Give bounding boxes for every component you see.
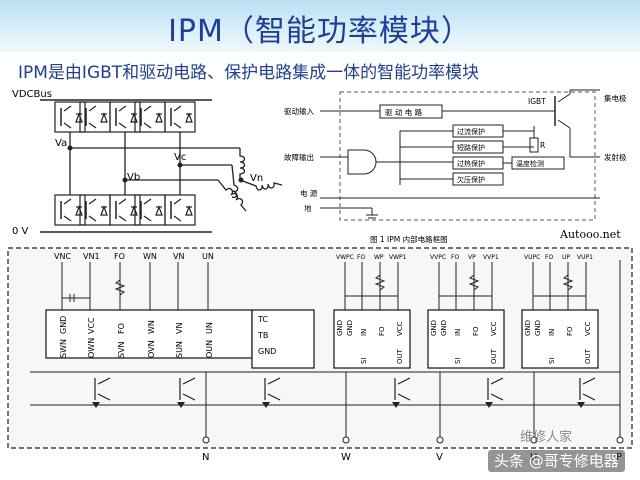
pin-vwp1: VWP1 xyxy=(389,254,407,261)
ic-pin-tb: TB xyxy=(257,331,268,340)
label-va: Va xyxy=(55,138,67,149)
label-fault-output: 故障输出 xyxy=(284,152,314,162)
ic-pin-swn: SWN xyxy=(59,339,68,358)
page-title: IPM（智能功率模块） xyxy=(168,14,472,49)
ic-pin-un: UN xyxy=(205,322,214,334)
block-temp-detect: 温度检测 xyxy=(516,159,544,168)
pin-wn: WN xyxy=(143,252,157,261)
icv-si: SI xyxy=(454,357,462,364)
block-undervoltage: 欠压保护 xyxy=(457,175,485,184)
title-banner xyxy=(0,0,640,52)
icv-fo: FO xyxy=(472,326,480,336)
brand-watermark: Autooo.net xyxy=(559,228,621,241)
icu-vcc: VCC xyxy=(584,321,592,336)
ic-w-pin-labels: GND GND IN FO VCC SI OUT xyxy=(336,320,404,364)
icv-in: IN xyxy=(454,329,462,336)
block-diagram-caption: 图 1 IPM 内部电路框图 xyxy=(370,234,448,244)
left-ic-pin-labels: GND VCC FO WN VN UN SWN OWN SVN OVN SUN … xyxy=(59,315,276,358)
pin-vp: VP xyxy=(468,254,476,261)
ic-pin-gnd: GND xyxy=(59,316,68,334)
icu-gnd1: GND xyxy=(524,320,532,336)
label-power-supply: 电 源 xyxy=(300,188,318,198)
block-overheat: 过热保护 xyxy=(457,159,485,168)
icv-gnd1: GND xyxy=(430,320,438,336)
pin-vn1: VN1 xyxy=(83,252,100,261)
label-igbt: IGBT xyxy=(528,97,546,106)
icu-in: IN xyxy=(548,329,556,336)
icu-gnd2: GND xyxy=(534,320,542,336)
pin-wp: WP xyxy=(374,254,384,261)
pin-un: UN xyxy=(202,252,214,261)
icv-gnd2: GND xyxy=(440,320,448,336)
label-collector: 集电极 xyxy=(604,93,627,103)
ic-pin-vcc: VCC xyxy=(87,317,96,334)
credit-badge: 头条 @哥专修电器 xyxy=(488,450,625,472)
icw-out: OUT xyxy=(396,348,404,364)
pin-vupc: VUPC xyxy=(524,254,540,261)
icw-vcc: VCC xyxy=(396,321,404,336)
pin-fo-w: FO xyxy=(357,254,365,261)
pin-vnc: VNC xyxy=(54,252,71,261)
ic-pin-own: OWN xyxy=(87,338,96,358)
icw-gnd1: GND xyxy=(336,320,344,336)
icw-fo: FO xyxy=(378,326,386,336)
icw-si: SI xyxy=(360,357,368,364)
pin-vup1: VUP1 xyxy=(577,254,593,261)
pin-fo-v: FO xyxy=(451,254,459,261)
ic-pin-fo: FO xyxy=(117,323,126,334)
label-emitter: 发射极 xyxy=(604,152,627,162)
ic-pin-ovn: OVN xyxy=(147,340,156,358)
label-drive-input: 驱动输入 xyxy=(284,106,314,116)
label-r: R xyxy=(540,141,545,150)
icu-si: SI xyxy=(548,357,556,364)
icu-out: OUT xyxy=(584,348,592,364)
block-short-circuit: 短路保护 xyxy=(457,143,485,152)
ic-pin-sun: SUN xyxy=(175,341,184,358)
watermark-text: 维修人家 xyxy=(520,430,573,445)
icv-out: OUT xyxy=(490,348,498,364)
three-phase-inverter xyxy=(40,99,283,233)
ic-v-pin-labels: GND GND IN FO VCC SI OUT xyxy=(430,320,498,364)
ic-pin-oun: OUN xyxy=(205,340,214,358)
terminal-n: N xyxy=(202,452,209,463)
ipm-schematic xyxy=(7,247,633,449)
ic-pin-wn: WN xyxy=(147,320,156,334)
pin-up: UP xyxy=(562,254,570,261)
ipm-block-diagram xyxy=(320,89,600,221)
page-subtitle: IPM是由IGBT和驱动电路、保护电路集成一体的智能功率模块 xyxy=(18,63,480,83)
terminal-v: V xyxy=(436,452,443,463)
icw-gnd2: GND xyxy=(346,320,354,336)
label-0v: 0 V xyxy=(12,226,29,237)
block-overcurrent: 过流保护 xyxy=(457,127,485,136)
ic-pin-tc: TC xyxy=(257,315,268,324)
label-vn: Vn xyxy=(250,173,263,184)
icw-in: IN xyxy=(360,329,368,336)
ic-pin-vn: VN xyxy=(175,323,184,334)
block-drive-circuit: 驱 动 电 路 xyxy=(385,107,423,117)
terminal-w: W xyxy=(341,452,351,463)
top-pin-labels: VNC VN1 FO WN VN UN VWPC FO WP VWP1 VVPC… xyxy=(54,252,593,261)
pin-fo: FO xyxy=(114,252,125,261)
label-vb: Vb xyxy=(127,172,140,183)
pin-vvpc: VVPC xyxy=(430,254,446,261)
label-vc: Vc xyxy=(174,152,186,163)
ic-u-pin-labels: GND GND IN FO VCC SI OUT xyxy=(524,320,592,364)
pin-vwpc: VWPC xyxy=(336,254,354,261)
icu-fo: FO xyxy=(566,326,574,336)
ic-pin-gnd-right: GND xyxy=(258,347,276,356)
pin-fo-u: FO xyxy=(545,254,553,261)
pin-vvp1: VVP1 xyxy=(483,254,499,261)
label-vdcbus: VDCBus xyxy=(12,89,52,100)
ic-pin-svn: SVN xyxy=(117,341,126,358)
label-ground: 地 xyxy=(304,203,312,213)
icv-vcc: VCC xyxy=(490,321,498,336)
pin-vn: VN xyxy=(173,252,184,261)
